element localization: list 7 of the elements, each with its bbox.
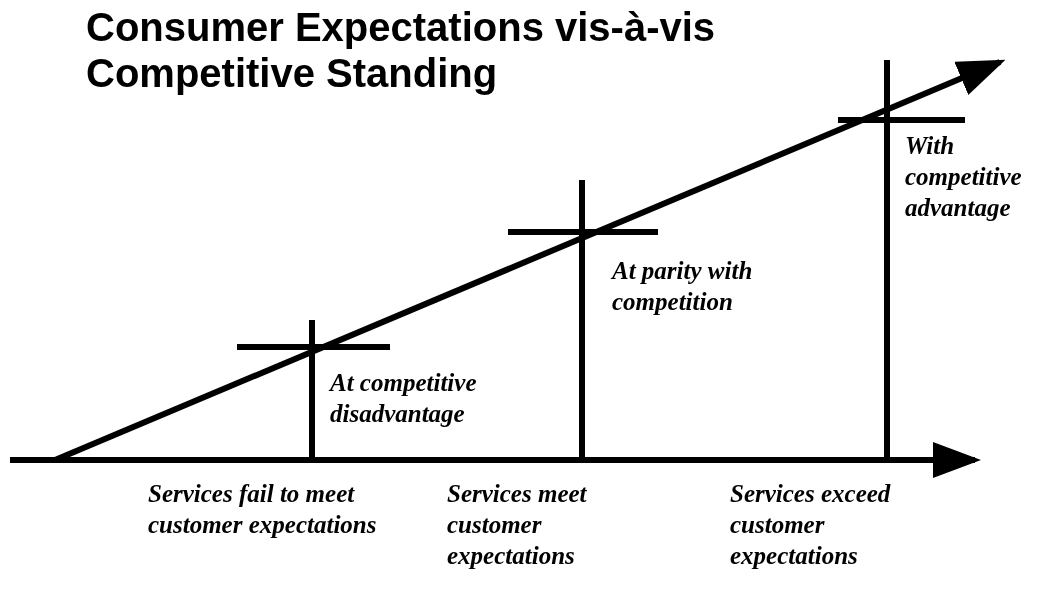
axis-category-label: Services exceed customer expectations: [730, 479, 892, 571]
level-label: At competitive disadvantage: [330, 368, 478, 429]
axis-category-label: Services meet customer expectations: [447, 479, 588, 571]
level-label: At parity with competition: [612, 256, 754, 317]
axis-category-label: Services fail to meet customer expectations: [148, 479, 378, 540]
level-label: With competitive advantage: [905, 131, 1023, 223]
title: Consumer Expectations vis-à-vis Competitive Standing: [86, 4, 717, 96]
